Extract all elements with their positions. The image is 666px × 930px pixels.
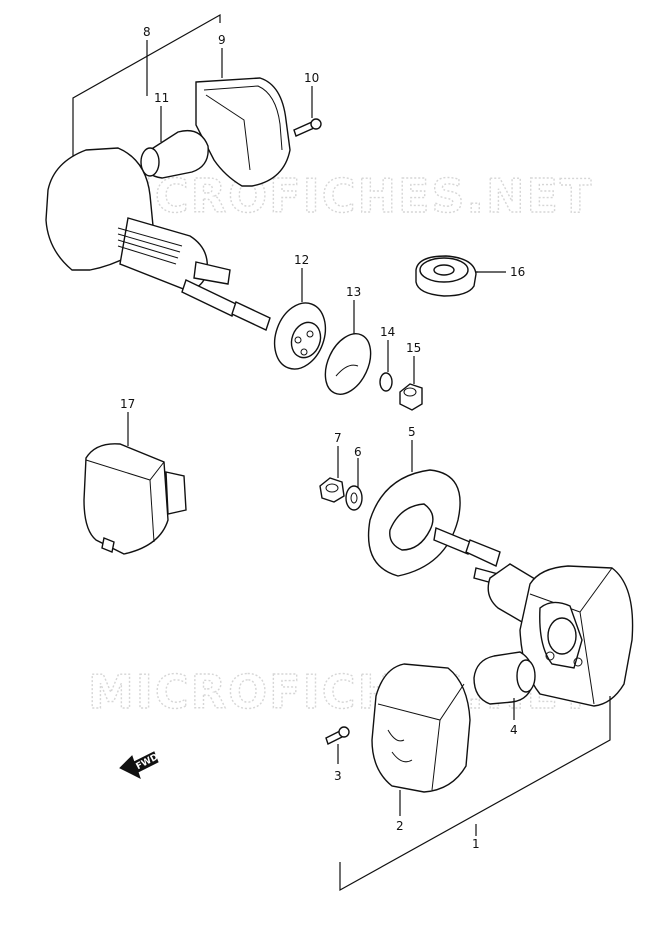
nut-15 <box>399 383 423 411</box>
lens-9 <box>195 77 291 187</box>
relay-17 <box>83 443 187 555</box>
callout-16: 16 <box>510 265 525 279</box>
washer-6 <box>345 485 363 511</box>
callout-1: 1 <box>472 837 480 851</box>
nut-7 <box>319 477 345 503</box>
callout-12: 12 <box>294 253 309 267</box>
rear-signal-housing <box>433 527 634 707</box>
callout-2: 2 <box>396 819 404 833</box>
gasket-5 <box>367 469 461 577</box>
fwd-arrow-icon: FWD <box>119 751 160 779</box>
callout-10: 10 <box>304 71 319 85</box>
callout-13: 13 <box>346 285 361 299</box>
grommet-16 <box>415 255 477 297</box>
callout-5: 5 <box>408 425 416 439</box>
callout-14: 14 <box>380 325 395 339</box>
callout-6: 6 <box>354 445 362 459</box>
callout-15: 15 <box>406 341 421 355</box>
front-turn-signal-assembly <box>45 13 322 331</box>
bulb-11 <box>140 129 209 179</box>
callout-3: 3 <box>334 769 342 783</box>
callout-8: 8 <box>143 25 151 39</box>
watermark-top: MICROFICHES.NET <box>88 169 593 223</box>
callout-9: 9 <box>218 33 226 47</box>
callout-4: 4 <box>510 723 518 737</box>
screw-10 <box>293 118 322 137</box>
lens-2 <box>371 663 471 793</box>
screw-3 <box>325 726 350 745</box>
grommet-12 <box>273 302 327 370</box>
bulb-4 <box>473 651 536 705</box>
washer-13 <box>324 333 372 395</box>
callout-7: 7 <box>334 431 342 445</box>
callout-17: 17 <box>120 397 135 411</box>
callout-11: 11 <box>154 91 169 105</box>
washer-14 <box>379 372 393 392</box>
signal-housing <box>45 147 271 331</box>
